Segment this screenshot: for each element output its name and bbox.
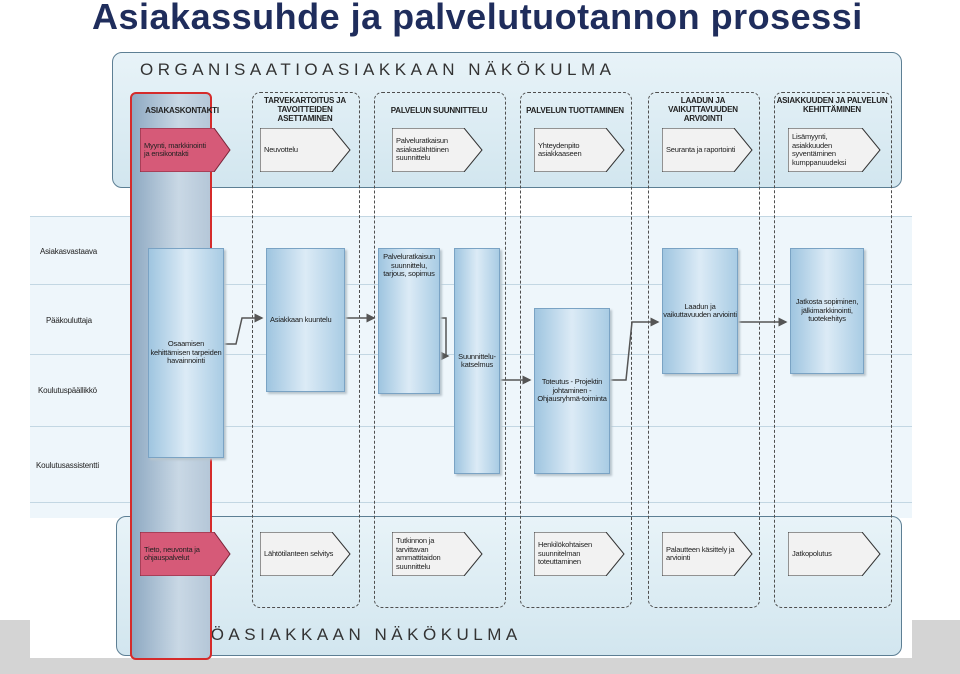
task-toteutus: Toteutus - Projektin johtaminen - Ohjaus… [534, 308, 610, 474]
org-step-label: Palveluratkaisun asiakaslähtöinen suunni… [396, 136, 449, 163]
ind-step-5: Palautteen käsittely ja arviointi [662, 532, 754, 576]
org-step-5: Seuranta ja raportointi [662, 128, 754, 172]
task-connectors [224, 313, 788, 385]
step-arrow-shape [534, 128, 625, 172]
org-step-4: Yhteydenpito asiakkaaseen [534, 128, 626, 172]
page-title: Asiakassuhde ja palvelutuotannon prosess… [92, 0, 863, 37]
phase-column-tarvekartoitus [252, 92, 360, 608]
process-diagram: Asiakasvastaava Pääkouluttaja Koulutuspä… [30, 44, 912, 660]
phase-title-4: PALVELUN TUOTTAMINEN [526, 106, 624, 115]
step-arrow-shape [788, 128, 881, 172]
task-suunnittelukatselmus: Suunnittelu-katselmus [454, 248, 500, 474]
org-step-label: Yhteydenpito asiakkaaseen [538, 140, 582, 158]
step-arrow-shape [140, 532, 231, 576]
individual-panel [116, 516, 902, 656]
task-jatkosta-sopiminen: Jatkosta sopiminen, jälkimarkkinointi, t… [790, 248, 864, 374]
ind-step-1: Tieto, neuvonta ja ohjauspalvelut [140, 532, 232, 576]
individual-panel-title: YKSILÖASIAKKAAN NÄKÖKULMA [140, 625, 522, 644]
org-step-2: Neuvottelu [260, 128, 352, 172]
org-step-label: Seuranta ja raportointi [666, 144, 736, 154]
ind-step-2: Lähtötilanteen selvitys [260, 532, 352, 576]
task-palveluratkaisun-suunnittelu: Palveluratkaisun suunnittelu, tarjous, s… [378, 248, 440, 394]
ind-step-6: Jatkopolutus [788, 532, 882, 576]
phase-title-6: ASIAKKUUDEN JA PALVELUN KEHITTÄMINEN [776, 96, 888, 114]
ind-step-4: Henkilökohtaisen suunnitelman toteuttami… [534, 532, 626, 576]
lane-label-asiakasvastaava: Asiakasvastaava [40, 247, 98, 256]
org-step-6: Lisämyynti, asiakkuuden syventäminen kum… [788, 128, 882, 172]
phase-column-tuottaminen [520, 92, 632, 608]
ind-step-label: Tutkinnon ja tarvittavan ammattitaidon s… [396, 536, 441, 571]
phase-title-1: ASIAKASKONTAKTI [145, 106, 219, 115]
phase-column-suunnittelu [374, 92, 506, 608]
org-step-1: Myynti, markkinointi ja ensikontakti [140, 128, 232, 172]
step-arrow-shape [662, 128, 753, 172]
connector-arrow [440, 317, 450, 361]
task-osaamisen-havainnointi: Osaamisen kehittämisen tarpeiden havainn… [148, 248, 224, 458]
phase-title-5: LAADUN JA VAIKUTTAVUUDEN ARVIOINTI [668, 96, 738, 123]
organisation-panel [112, 52, 902, 188]
step-arrow-shape [140, 128, 231, 172]
org-step-label: Myynti, markkinointi ja ensikontakti [144, 140, 206, 158]
step-arrow-shape [260, 532, 351, 576]
task-laadun-arviointi: Laadun ja vaikuttavuuden arviointi [662, 248, 738, 374]
org-step-label: Lisämyynti, asiakkuuden syventäminen kum… [792, 132, 846, 167]
lane-label-koulutuspaallikko: Koulutuspäällikkö [38, 386, 97, 395]
connector-arrow [610, 317, 660, 381]
step-arrow-shape [534, 532, 625, 576]
ind-step-label: Lähtötilanteen selvitys [264, 548, 334, 558]
ind-step-label: Tieto, neuvonta ja ohjauspalvelut [144, 544, 200, 562]
phase-title-3: PALVELUN SUUNNITTELU [390, 106, 488, 115]
ind-step-label: Henkilökohtaisen suunnitelman toteuttami… [538, 540, 592, 567]
org-step-label: Neuvottelu [264, 144, 298, 154]
ind-step-label: Jatkopolutus [792, 548, 832, 558]
task-asiakkaan-kuuntelu: Asiakkaan kuuntelu [266, 248, 345, 392]
step-arrow-shape [392, 532, 483, 576]
lane-divider [30, 502, 912, 503]
connector-arrow [224, 313, 264, 345]
org-step-3: Palveluratkaisun asiakaslähtöinen suunni… [392, 128, 484, 172]
phase-title-2: TARVEKARTOITUS JA TAVOITTEIDEN ASETTAMIN… [264, 96, 346, 123]
ind-step-label: Palautteen käsittely ja arviointi [666, 544, 735, 562]
phase-column-kehittaminen [774, 92, 892, 608]
step-arrow-shape [392, 128, 483, 172]
phase-column-arviointi [648, 92, 760, 608]
ind-step-3: Tutkinnon ja tarvittavan ammattitaidon s… [392, 532, 484, 576]
lane-label-koulutusassistentti: Koulutusassistentti [36, 461, 99, 470]
step-arrow-shape [662, 532, 753, 576]
lane-label-paakouluttaja: Pääkouluttaja [46, 316, 92, 325]
step-arrow-shape [788, 532, 881, 576]
step-arrow-shape [260, 128, 351, 172]
organisation-panel-title: ORGANISAATIOASIAKKAAN NÄKÖKULMA [140, 60, 616, 79]
lane-divider [30, 216, 912, 217]
